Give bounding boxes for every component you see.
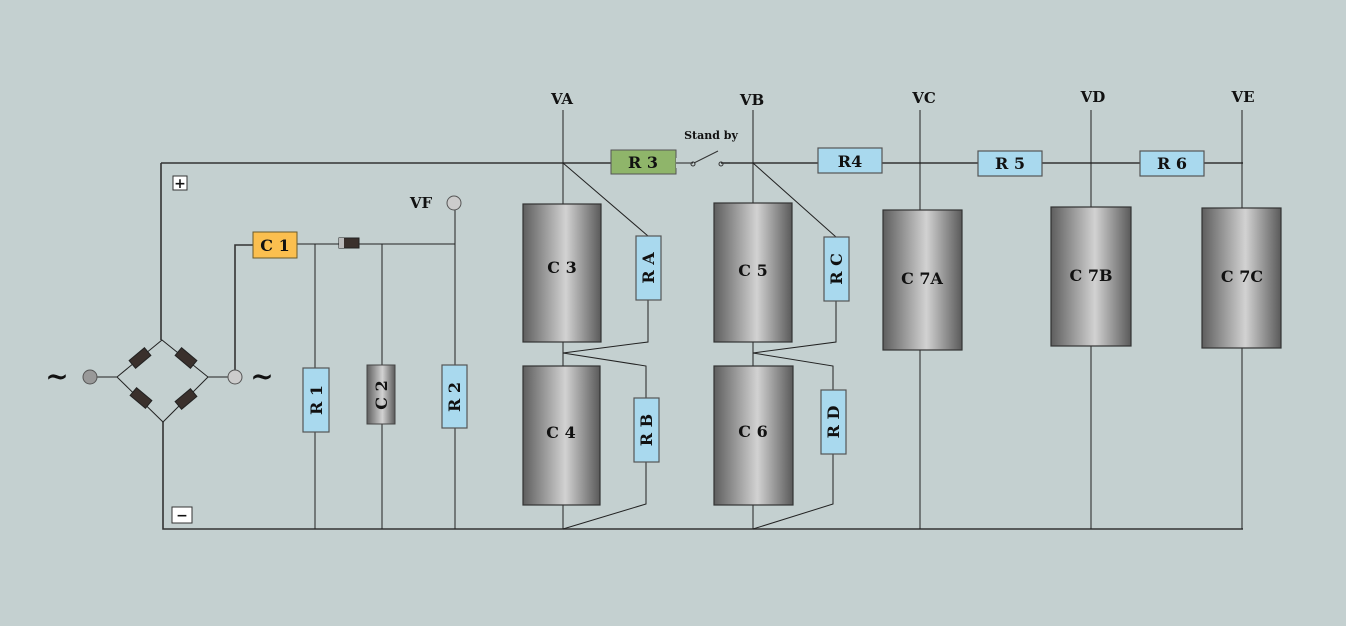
- capacitor-c5[interactable]: C 5: [713, 202, 793, 343]
- ra-label: R A: [639, 252, 658, 284]
- r1-label: R 1: [307, 385, 326, 415]
- rb-label: R B: [637, 414, 656, 446]
- c5-label: C 5: [738, 261, 767, 280]
- resistor-rd[interactable]: R D: [820, 389, 847, 455]
- r6-label: R 6: [1157, 154, 1187, 173]
- resistor-r6[interactable]: R 6: [1139, 150, 1205, 177]
- resistor-ra[interactable]: R A: [635, 235, 662, 301]
- capacitor-c3[interactable]: C 3: [522, 203, 602, 343]
- capacitor-c7c[interactable]: C 7C: [1201, 207, 1282, 349]
- capacitor-c1[interactable]: [252, 231, 298, 259]
- c6-label: C 6: [738, 422, 767, 441]
- capacitor-c4[interactable]: C 4: [522, 365, 601, 506]
- vb-label: VB: [739, 91, 764, 109]
- standby-label: Stand by: [684, 129, 738, 142]
- diode-icon: [129, 387, 153, 409]
- diode-icon: [174, 347, 198, 369]
- ac-terminal-right[interactable]: [227, 369, 243, 385]
- capacitor-c7b[interactable]: C 7B: [1050, 206, 1132, 347]
- resistor-r2[interactable]: R 2: [441, 364, 468, 429]
- diode-icon: [174, 388, 198, 410]
- r3-label: R 3: [628, 153, 658, 172]
- rd-label: R D: [824, 406, 843, 439]
- c1-label: C 1: [260, 236, 289, 255]
- c2-label: C 2: [372, 380, 391, 409]
- r4-label: R4: [838, 152, 862, 171]
- standby-switch[interactable]: [676, 150, 730, 168]
- resistor-rc[interactable]: R C: [823, 236, 850, 302]
- plus-terminal-box: [172, 175, 188, 191]
- rc-label: R C: [827, 253, 846, 285]
- vd-label: VD: [1080, 88, 1106, 106]
- vc-label: VC: [911, 89, 936, 107]
- ve-label: VE: [1230, 88, 1254, 106]
- r2-label: R 2: [445, 382, 464, 412]
- resistor-r1[interactable]: R 1: [302, 367, 330, 433]
- vf-label: VF: [409, 194, 433, 212]
- ac-right-symbol: ~: [250, 360, 273, 393]
- c3-label: C 3: [547, 258, 576, 277]
- ac-terminal-left[interactable]: [82, 369, 98, 385]
- c4-label: C 4: [546, 423, 575, 442]
- c7b-label: C 7B: [1070, 266, 1113, 285]
- minus-terminal-label: −: [176, 508, 188, 524]
- capacitor-c6[interactable]: C 6: [713, 365, 794, 506]
- resistor-r5[interactable]: R 5: [977, 150, 1043, 177]
- r5-label: R 5: [995, 154, 1025, 173]
- vf-terminal[interactable]: [446, 195, 462, 211]
- bridge-rectifier: [128, 347, 198, 410]
- resistor-r4[interactable]: R4: [817, 147, 883, 174]
- plus-terminal-label: +: [174, 176, 186, 192]
- wires: [97, 110, 1243, 530]
- resistor-rb[interactable]: R B: [633, 397, 660, 463]
- c7c-label: C 7C: [1221, 267, 1263, 286]
- c7a-label: C 7A: [901, 269, 943, 288]
- capacitor-c2[interactable]: C 2: [366, 364, 396, 425]
- minus-terminal-box: [171, 506, 193, 524]
- va-label: VA: [550, 90, 573, 108]
- diode-band: [339, 238, 344, 248]
- diode-icon: [128, 347, 152, 369]
- ac-left-symbol: ~: [45, 360, 68, 393]
- capacitor-c7a[interactable]: C 7A: [882, 209, 963, 351]
- resistor-r3[interactable]: R 3: [610, 149, 677, 175]
